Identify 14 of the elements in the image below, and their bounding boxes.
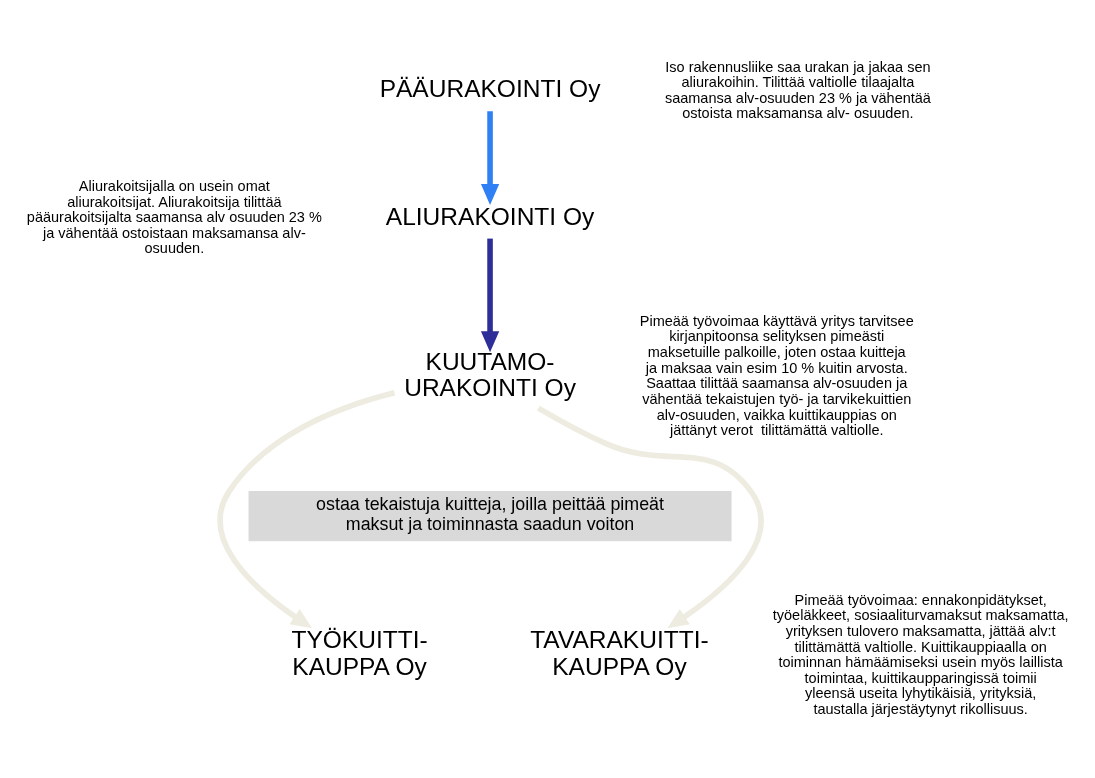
node-text: KUUTAMO- URAKOINTI Oy: [404, 347, 576, 402]
label: Aliurakoitsijalla on usein omat aliurakoitsijat. Aliurakoitsija tilittää pääurakoitsijalta saamansa alv osuuden 23 % ja vähentää ostoistaan maksamansa alv- osuuden.: [26, 177, 322, 257]
label: Pimeää työvoimaa: ennakonpidätykset, työeläkkeet, sosiaaliturvamaksut maksamatta, yrityksen tulovero maksamatta, jättää alv:t tilittämättä valtiolle. Kuittikauppiaalla on toiminnan hämäämiseksi usein myös laillista toimintaa, kuittikaupparingissä toimii yleensä useita lyhytikäisiä, yrityksiä, taustalla järjestäytynyt rikollisuus.: [772, 591, 1069, 718]
node-text: PÄÄURAKOINTI Oy: [379, 75, 601, 103]
arrow: [536, 405, 764, 629]
node-text: ALIURAKOINTI Oy: [385, 202, 595, 230]
node-text: TYÖKUITTI- KAUPPA Oy: [291, 626, 428, 681]
node-text: TAVARAKUITTI- KAUPPA Oy: [530, 626, 709, 681]
node-box: ostaa tekaistuja kuitteja, joilla peittää pimeät maksut ja toiminnasta saadun voiton: [248, 491, 732, 542]
label: Iso rakennusliike saa urakan ja jakaa sen aliurakoihin. Tilittää valtiolle tilaajalta saamansa alv-osuuden 23 % ja vähentää ostoista maksamansa alv- osuuden.: [664, 58, 931, 122]
label: Pimeää työvoimaa käyttävä yritys tarvitsee kirjanpitoonsa selityksen pimeästi maksetuille palkoille, joten ostaa kuitteja ja maksaa vain esim 10 % kuitin arvosta. Saattaa tilittää saamansa alv-osuuden ja vähentää tekaistujen työ- ja tarvikekuittien alv-osuuden, vaikka kuittikauppias on jättänyt verot tilittämättä valtiolle.: [639, 312, 914, 439]
arrow: [480, 111, 500, 206]
arrow: [480, 238, 500, 353]
arrow: [217, 390, 396, 629]
